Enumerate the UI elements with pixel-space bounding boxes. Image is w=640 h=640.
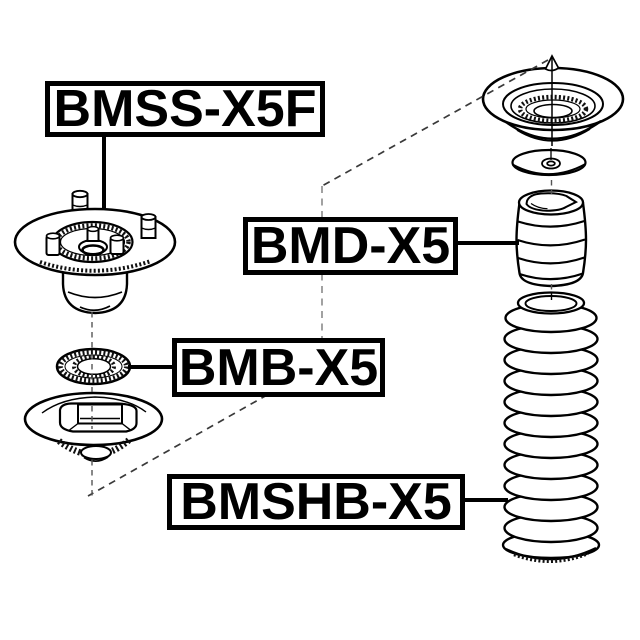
assembly-centerlines <box>87 59 553 497</box>
part-label-strut-support: BMSS-X5F <box>45 81 325 137</box>
bump-stop-drawing <box>515 189 588 288</box>
strut-mount-drawing <box>13 189 177 315</box>
upper-spring-seat-drawing <box>481 54 625 146</box>
part-number-text: BMB-X5 <box>178 338 379 397</box>
dust-boot-drawing <box>501 291 601 563</box>
leader-lines <box>102 135 519 502</box>
part-number-text: BMD-X5 <box>250 217 451 275</box>
spring-seat-drawing <box>23 391 164 462</box>
washer-drawing <box>511 148 587 177</box>
part-label-shock-boot: BMSHB-X5 <box>167 474 465 530</box>
part-number-text: BMSS-X5F <box>53 81 317 137</box>
part-label-bump-stop: BMD-X5 <box>243 217 458 275</box>
part-number-text: BMSHB-X5 <box>180 474 452 530</box>
bearing-drawing <box>55 347 132 386</box>
part-label-bearing: BMB-X5 <box>172 338 385 397</box>
